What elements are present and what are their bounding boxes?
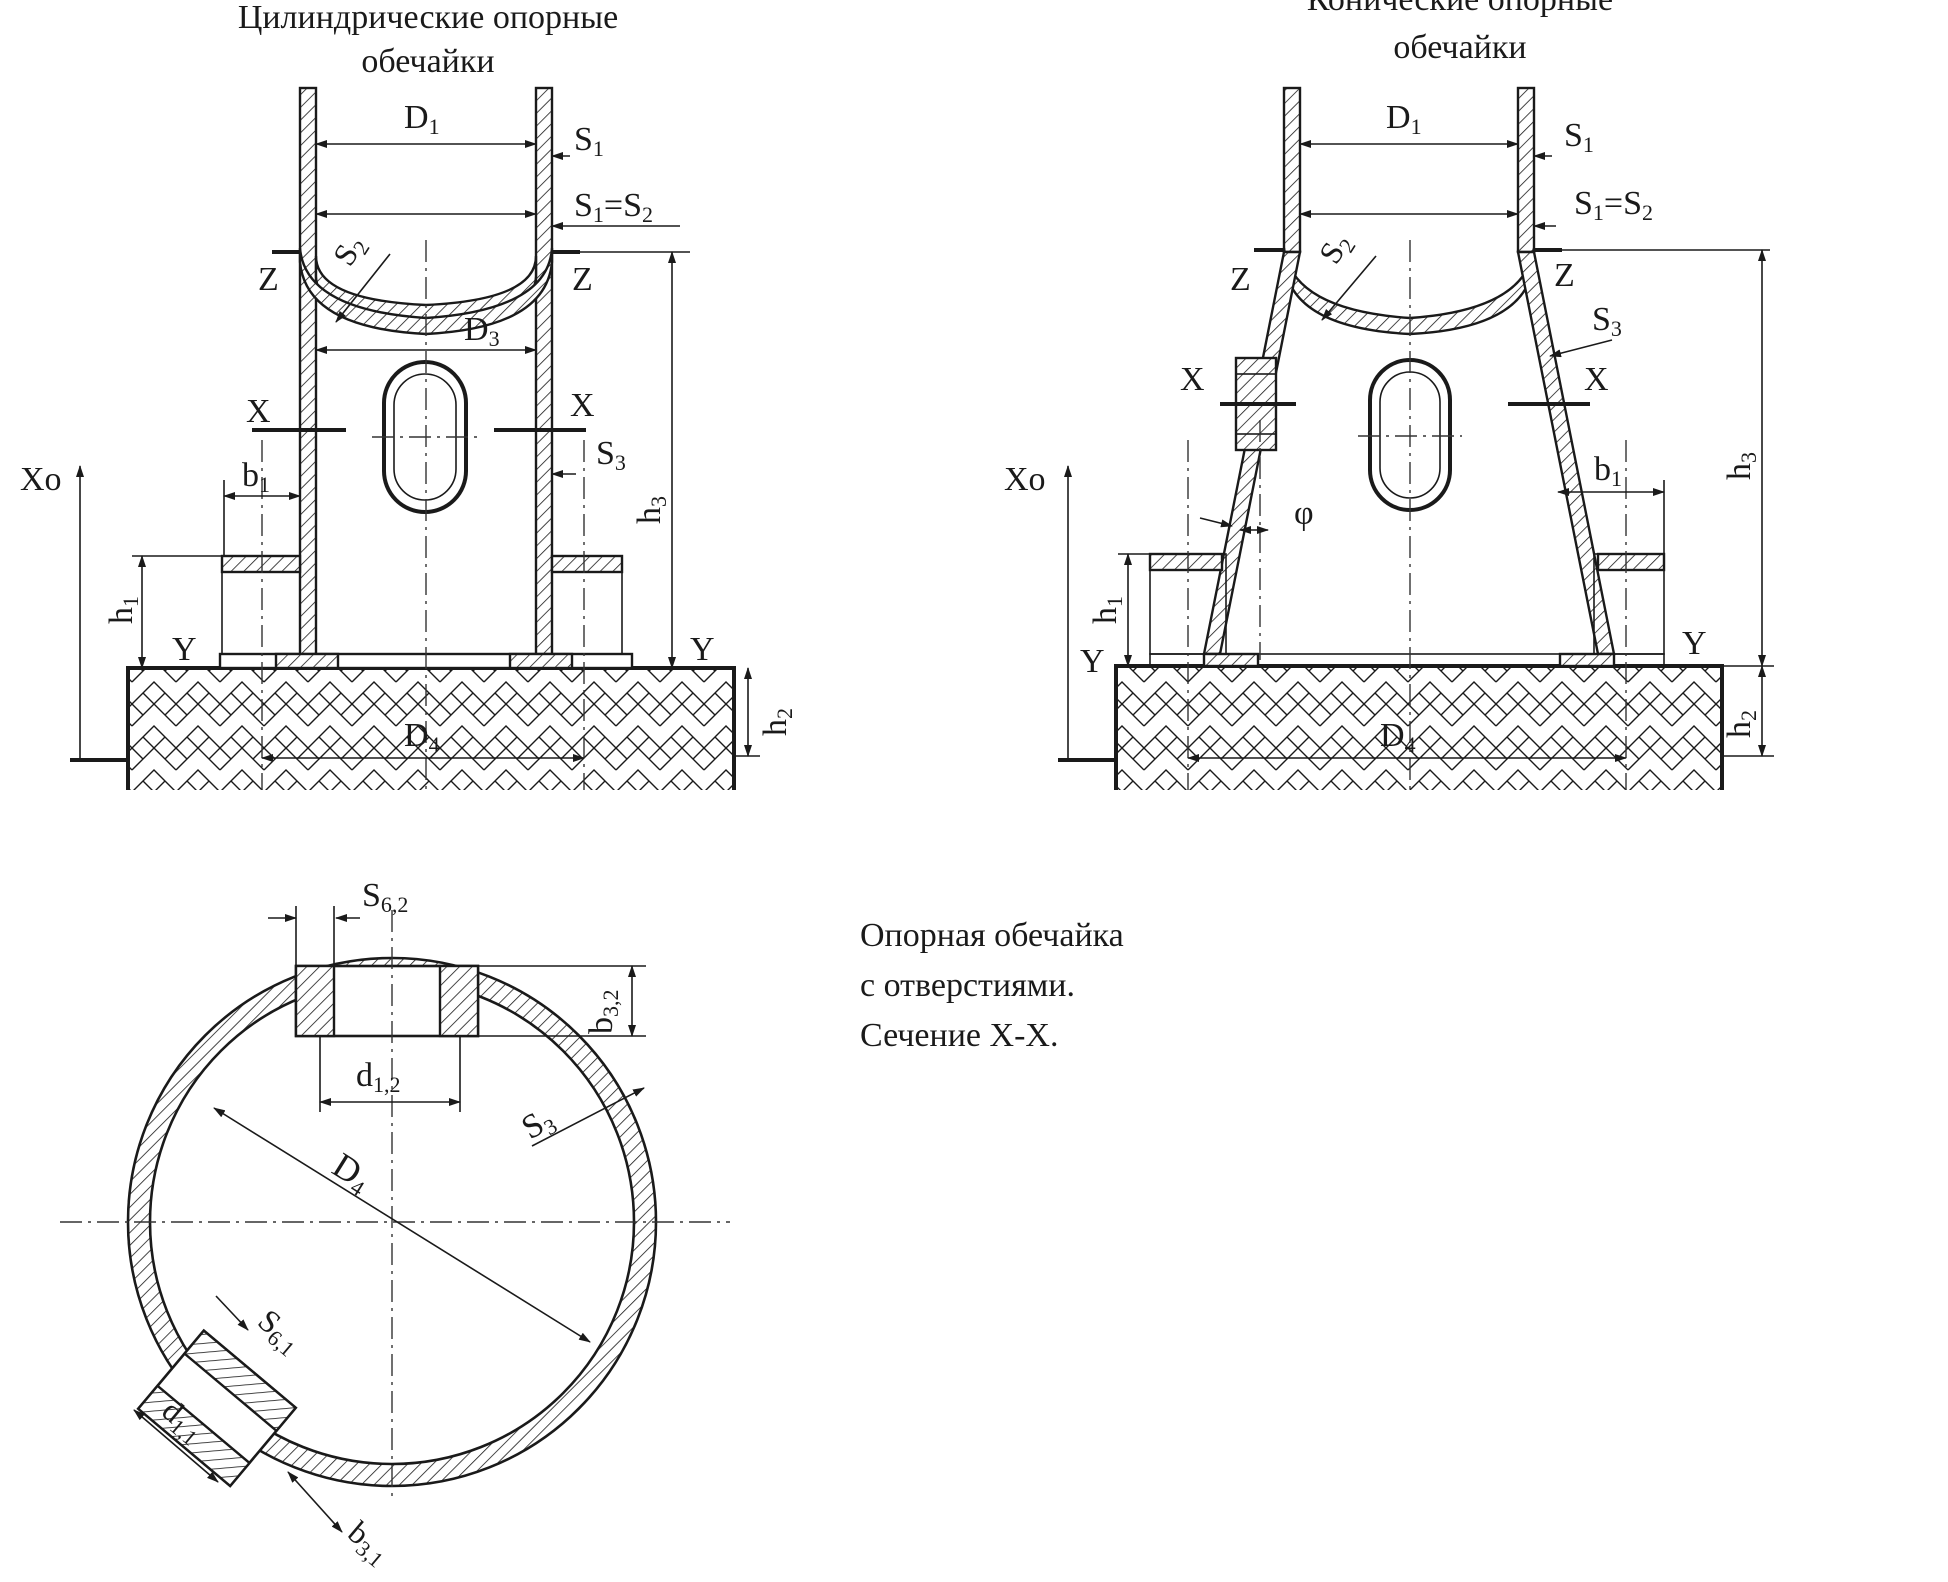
label-X-conical-right: X	[1584, 361, 1609, 398]
conical-skirt-drawing: D1 S1 S1=S2 S2 Z Z S3 X X Xo φ b1 h3 h1 …	[1004, 86, 1774, 790]
base-ring-right	[508, 652, 574, 670]
dim-S3-conical	[1549, 339, 1613, 358]
label-Xo-conical: Xo	[1004, 461, 1046, 498]
anchor-plate-conical-right	[1596, 552, 1666, 572]
caption-line3: Сечение Х-Х.	[860, 1017, 1058, 1054]
dim-d11	[133, 1409, 219, 1483]
label-X-left: X	[246, 393, 271, 430]
cylindrical-title-line1: Цилиндрические опорные	[238, 0, 618, 36]
cylindrical-title-line2: обечайки	[361, 43, 494, 80]
dim-S61	[215, 1295, 249, 1331]
label-Y-right: Y	[690, 631, 715, 668]
label-S2: S2	[325, 228, 374, 274]
section-x-x-drawing: S6,2 b3,2 d1,2 S3 D4 S6,1 d1,1 b3,1	[60, 877, 730, 1572]
top-nozzle-wall-left	[294, 964, 336, 1038]
label-h1: h1	[103, 596, 143, 624]
foundation-ground-conical	[1116, 666, 1722, 790]
label-X-right: X	[570, 387, 595, 424]
label-Z-conical-right: Z	[1554, 257, 1575, 294]
label-Z-conical-left: Z	[1230, 261, 1251, 298]
label-S1eqS2: S1=S2	[574, 187, 653, 227]
label-Xo: Xo	[20, 461, 62, 498]
label-S3-conical: S3	[1592, 301, 1622, 341]
shell-wall-right	[534, 86, 554, 660]
base-ring-conical-right	[1558, 652, 1616, 668]
label-S1eqS2-conical: S1=S2	[1574, 185, 1653, 225]
label-S1-conical: S1	[1564, 117, 1594, 157]
label-S1: S1	[574, 121, 604, 161]
base-ring-left	[274, 652, 340, 670]
label-Y-conical-left: Y	[1080, 643, 1105, 680]
label-X-conical-left: X	[1180, 361, 1205, 398]
caption-line1: Опорная обечайка	[860, 917, 1124, 954]
shell-wall-left	[298, 86, 318, 660]
caption-line2: с отверстиями.	[860, 967, 1075, 1004]
label-Y-conical-right: Y	[1682, 625, 1707, 662]
label-h3-conical: h3	[1721, 452, 1761, 480]
dim-b31	[287, 1471, 343, 1533]
conical-title-line2: обечайки	[1393, 29, 1526, 66]
label-d12: d1,2	[356, 1057, 401, 1097]
label-S62: S6,2	[362, 877, 408, 917]
label-h2-conical: h2	[1721, 710, 1761, 738]
anchor-plate-conical-left	[1148, 552, 1224, 572]
base-ring-conical	[1149, 653, 1665, 667]
label-Z-left: Z	[258, 261, 279, 298]
label-D3: D3	[464, 311, 500, 351]
label-h3: h3	[631, 496, 671, 524]
label-h2: h2	[757, 708, 797, 736]
anchor-plate-left	[220, 554, 302, 574]
cone-wall-left	[1202, 250, 1302, 656]
top-nozzle-wall-right	[438, 964, 480, 1038]
label-h1-conical: h1	[1087, 596, 1127, 624]
anchor-plate-right	[550, 554, 624, 574]
base-ring-conical-left	[1202, 652, 1260, 668]
conical-title-line1: Конические опорные	[1307, 0, 1613, 18]
label-b31: b3,1	[339, 1514, 398, 1573]
dim-S2-leader	[335, 253, 391, 323]
vessel-head-inner	[298, 247, 554, 336]
label-D1-conical: D1	[1386, 99, 1422, 139]
label-D1: D1	[404, 99, 440, 139]
label-b1-conical: b1	[1594, 451, 1622, 491]
label-phi: φ	[1294, 495, 1314, 532]
label-Z-right: Z	[572, 261, 593, 298]
label-D4: D4	[404, 717, 440, 757]
dim-D4-section	[213, 1107, 591, 1343]
foundation-ground	[128, 668, 734, 790]
label-D4-conical: D4	[1380, 717, 1416, 757]
cylindrical-skirt-drawing: D1 S1 S1=S2 S2 Z Z D3 X X S3 Xo b1 h3 h1…	[20, 86, 797, 790]
label-S3: S3	[596, 435, 626, 475]
upper-shell-right	[1516, 86, 1536, 254]
dim-S3-section	[531, 1087, 645, 1147]
upper-shell-left	[1282, 86, 1302, 254]
label-S2-conical: S2	[1311, 226, 1360, 272]
label-b32: b3,2	[583, 990, 623, 1035]
dim-S2-leader-conical	[1321, 255, 1377, 321]
dim-phi-left	[1199, 517, 1233, 528]
vessel-head-conical	[1282, 247, 1536, 336]
label-b1: b1	[242, 457, 270, 497]
label-Y-left: Y	[172, 631, 197, 668]
